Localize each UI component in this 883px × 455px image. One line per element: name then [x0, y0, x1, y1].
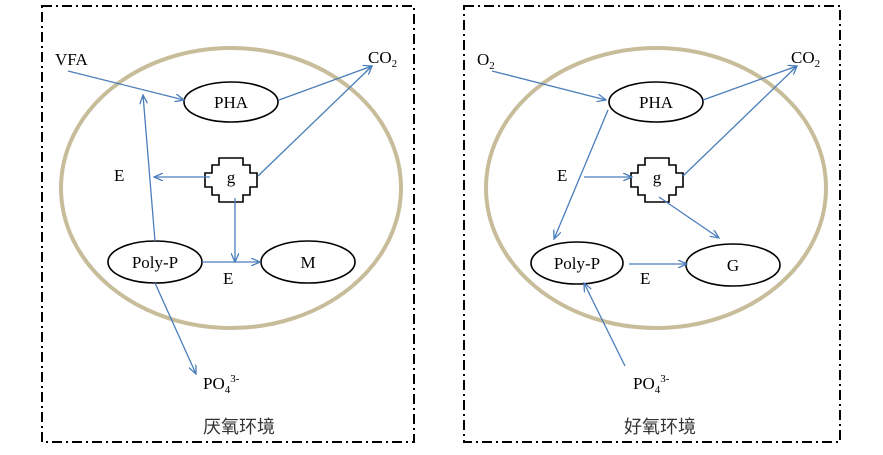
node-pha [608, 81, 704, 123]
arrow-o2-to-pha [491, 70, 606, 100]
arrow-pha-to-polyp [554, 109, 609, 239]
node-g-glycogen [204, 157, 258, 203]
node-g-glycogen [630, 157, 684, 203]
node-g-label: g [227, 168, 236, 187]
node-pha-label: PHA [214, 93, 249, 112]
node-polyp-label: Poly-P [554, 254, 600, 273]
phosphate-label: PO43- [203, 373, 240, 396]
node-pha-label: PHA [639, 93, 674, 112]
arrow-vfa-to-pha [67, 70, 184, 100]
arrow-polyp-to-phosphate [154, 282, 196, 374]
panel-frame [41, 5, 415, 443]
panel-anaerobic: VFA CO2 PHA g Poly-P M E E PO43- 厌氧环境 [41, 5, 415, 443]
panel-caption: 厌氧环境 [203, 417, 275, 438]
arrow-phosphate-to-polyp [584, 283, 626, 367]
energy-label-e2: E [640, 269, 650, 288]
phosphate-label: PO43- [633, 373, 670, 396]
co2-label: CO2 [791, 48, 820, 70]
arrow-polyp-to-pha [143, 95, 156, 242]
node-m-label: M [300, 253, 315, 272]
co2-label: CO2 [368, 48, 397, 70]
node-polyp [530, 241, 624, 285]
arrow-g-to-glycogen [658, 196, 719, 238]
energy-label-e2: E [223, 269, 233, 288]
arrow-g-to-co2 [257, 66, 372, 177]
cell-membrane [484, 46, 828, 330]
arrow-g-to-co2 [682, 66, 797, 177]
arrow-pha-to-co2 [702, 66, 797, 101]
node-g-product-label: G [727, 256, 739, 275]
node-m [260, 240, 356, 284]
node-polyp-label: Poly-P [132, 253, 178, 272]
panel-aerobic: O2 CO2 PHA g Poly-P G E E PO43- 好氧环境 [463, 5, 841, 443]
arrow-pha-to-co2 [278, 66, 372, 101]
node-g-label: g [653, 168, 662, 187]
energy-label-e1: E [557, 166, 567, 185]
input-label-o2: O2 [477, 50, 495, 72]
panel-frame [463, 5, 841, 443]
input-label-vfa: VFA [55, 50, 88, 69]
panel-caption: 好氧环境 [624, 417, 696, 438]
cell-membrane [59, 46, 403, 330]
energy-label-e1: E [114, 166, 124, 185]
